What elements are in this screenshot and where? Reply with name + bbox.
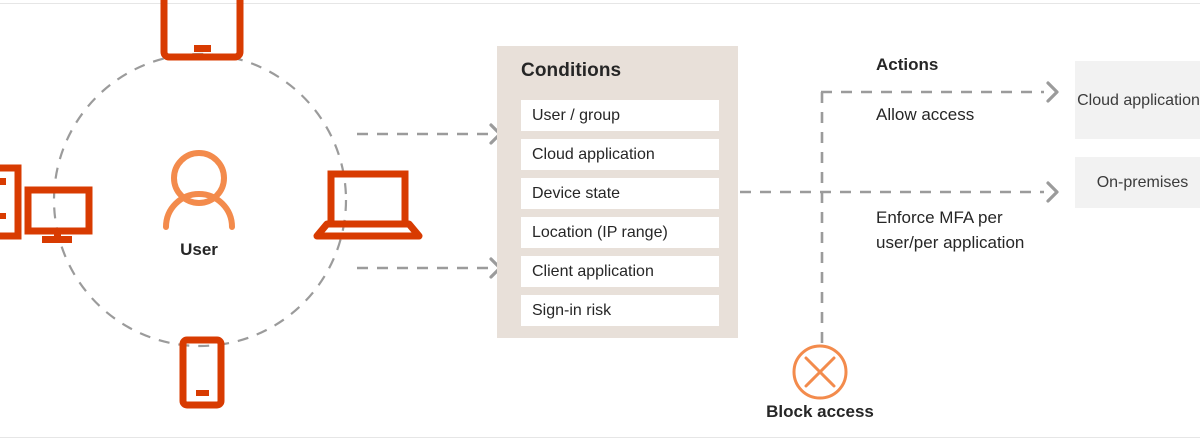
condition-label: Cloud application xyxy=(532,145,655,163)
condition-label: Sign-in risk xyxy=(532,301,612,319)
laptop-icon xyxy=(313,170,423,240)
bottom-divider xyxy=(0,437,1200,438)
workstation-icon xyxy=(0,164,93,243)
phone-icon xyxy=(179,336,225,409)
condition-item-device-state[interactable]: Device state xyxy=(521,178,719,209)
arrow-conditions-to-onpremises xyxy=(740,181,1059,203)
conditions-title: Conditions xyxy=(521,60,622,81)
arrow-devices-to-conditions-bottom xyxy=(357,257,502,279)
condition-label: Client application xyxy=(532,262,654,280)
action-allow-access-label: Allow access xyxy=(876,105,975,124)
condition-label: User / group xyxy=(532,106,621,124)
condition-item-client-application[interactable]: Client application xyxy=(521,256,719,287)
target-label: On-premises xyxy=(1096,174,1189,191)
user-label: User xyxy=(180,240,218,259)
circle-x-icon xyxy=(792,344,848,400)
action-block-access-label: Block access xyxy=(766,402,874,421)
arrow-to-cloud-applications xyxy=(821,81,1059,103)
condition-item-location-ip-range[interactable]: Location (IP range) xyxy=(521,217,719,248)
action-enforce-mfa-label: Enforce MFA per user/per application xyxy=(876,208,1025,252)
top-divider xyxy=(0,3,1200,4)
condition-item-user-group[interactable]: User / group xyxy=(521,100,719,131)
target-label: Cloud applications xyxy=(1077,91,1200,109)
arrow-devices-to-conditions-top xyxy=(357,123,502,145)
condition-label: Location (IP range) xyxy=(532,223,668,241)
tablet-icon xyxy=(160,0,244,61)
condition-label: Device state xyxy=(532,184,621,202)
condition-item-cloud-application[interactable]: Cloud application xyxy=(521,139,719,170)
user-person-icon xyxy=(163,150,235,230)
condition-item-sign-in-risk[interactable]: Sign-in risk xyxy=(521,295,719,326)
actions-title: Actions xyxy=(876,55,939,74)
target-cloud-applications[interactable]: Cloud applications xyxy=(1075,61,1200,139)
target-on-premises[interactable]: On-premises xyxy=(1075,157,1200,208)
